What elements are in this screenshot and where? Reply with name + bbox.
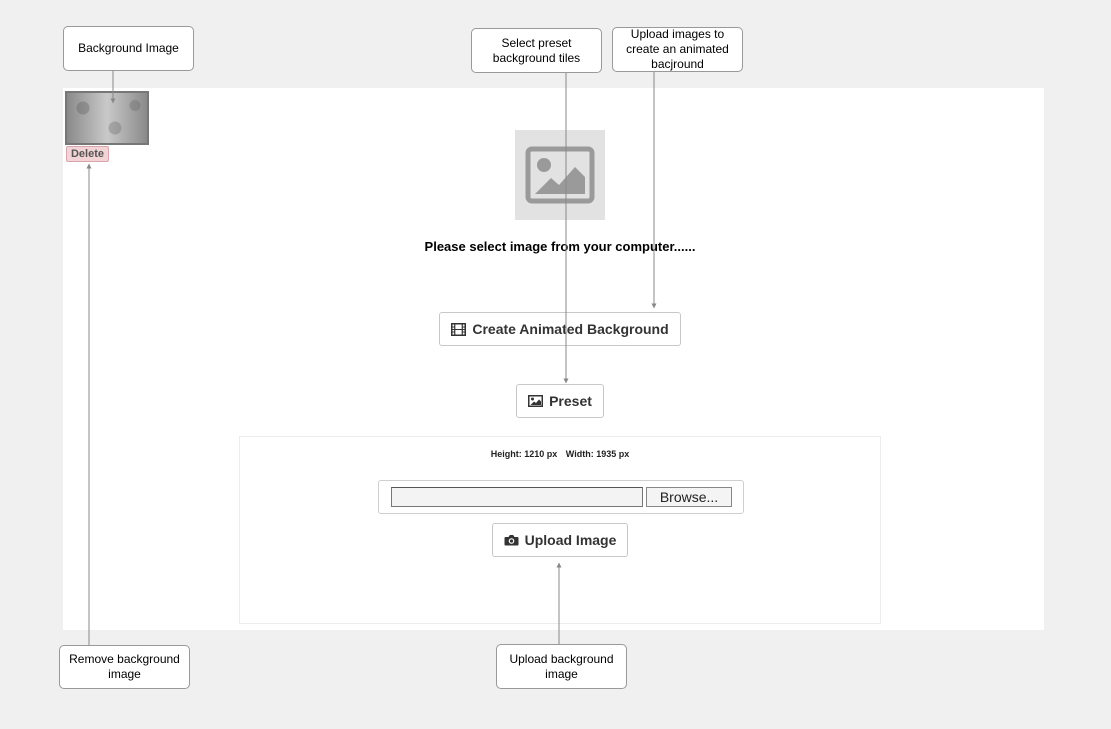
callout-background-image: Background Image	[63, 26, 194, 71]
picture-icon	[528, 395, 544, 407]
image-placeholder-icon	[525, 146, 595, 204]
image-placeholder	[515, 130, 605, 220]
upload-image-button[interactable]: Upload Image	[492, 523, 628, 557]
callout-select-preset: Select preset background tiles	[471, 28, 602, 73]
browse-button[interactable]: Browse...	[646, 487, 732, 507]
upload-area: Height: 1210 px Width: 1935 px Browse...…	[239, 436, 881, 624]
preset-button[interactable]: Preset	[516, 384, 604, 418]
camera-icon	[504, 535, 519, 546]
callout-upload-background: Upload background image	[496, 644, 627, 689]
callout-upload-animated: Upload images to create an animated bacj…	[612, 27, 743, 72]
create-animated-background-button[interactable]: Create Animated Background	[439, 312, 681, 346]
delete-button[interactable]: Delete	[66, 146, 109, 162]
image-dimensions: Height: 1210 px Width: 1935 px	[240, 449, 880, 459]
background-thumbnail[interactable]	[65, 91, 149, 145]
preset-label: Preset	[549, 393, 592, 409]
file-picker: Browse...	[378, 480, 744, 514]
select-image-prompt: Please select image from your computer..…	[424, 239, 696, 254]
film-icon	[451, 322, 467, 336]
upload-image-label: Upload Image	[524, 532, 617, 548]
width-readout: Width: 1935 px	[565, 449, 630, 459]
file-path-input[interactable]	[391, 487, 643, 507]
callout-remove-background: Remove background image	[59, 645, 190, 689]
create-animated-background-label: Create Animated Background	[472, 321, 669, 337]
height-readout: Height: 1210 px	[490, 449, 558, 459]
